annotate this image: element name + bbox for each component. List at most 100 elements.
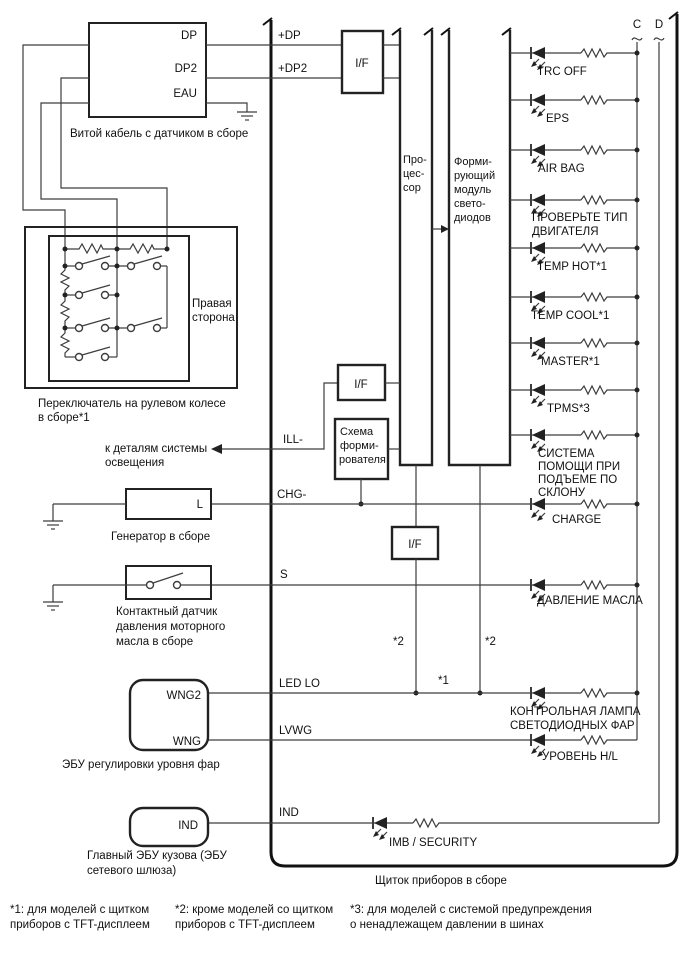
wire-label-ind: IND xyxy=(279,807,299,819)
oil-switch-label-2: давления моторного xyxy=(116,621,225,633)
interface-3-label: I/F xyxy=(408,539,421,551)
driver-label-3: рователя xyxy=(339,454,386,466)
processor-label-3: сор xyxy=(403,182,421,194)
indicator-label: УРОВЕНЬ H/L xyxy=(542,751,619,763)
indicator-imb-security: IND IMB / SECURITY xyxy=(208,807,659,849)
terminal-ind: IND xyxy=(178,820,198,832)
indicator-label: КОНТРОЛЬНАЯ ЛАМПА xyxy=(510,706,641,718)
driver-label-2: форми- xyxy=(340,440,379,452)
right-side-label-2: сторона xyxy=(192,312,235,324)
led-module-label-5: диодов xyxy=(454,212,491,224)
connector-c-label: C xyxy=(633,19,641,31)
indicator-label: EPS xyxy=(546,113,569,125)
generator-assembly: L Генератор в сборе xyxy=(42,488,212,543)
instrument-cluster-outline: Щиток приборов в сборе xyxy=(262,11,679,887)
note1-mark: *1 xyxy=(438,675,449,687)
wire-label-plus-dp: +DP xyxy=(278,30,301,42)
terminal-wng2: WNG2 xyxy=(167,690,202,702)
processor-label-2: цес- xyxy=(403,168,425,180)
indicator-temp-hot: TEMP HOT*1 xyxy=(510,241,640,273)
led-module-label-2: рующий xyxy=(454,170,495,182)
note2-mark-a: *2 xyxy=(393,636,404,648)
main-body-ecu: IND Главный ЭБУ кузова (ЭБУ сетевого шлю… xyxy=(87,806,227,877)
wire-label-chg: CHG- xyxy=(277,489,307,501)
connector-lines: C D xyxy=(631,19,665,823)
indicator-label: TPMS*3 xyxy=(547,403,590,415)
indicator-label: TRC OFF xyxy=(537,66,587,78)
twisted-cable-assembly: DP DP2 EAU Витой кабель с датчиком в сбо… xyxy=(70,22,248,140)
indicator-label: ПОМОЩИ ПРИ xyxy=(538,461,620,473)
indicator-hl-level: LVWG УРОВЕНЬ H/L xyxy=(208,725,637,763)
oil-switch-label-3: масла в сборе xyxy=(116,636,193,648)
leveling-ecu: WNG2 WNG ЭБУ регулировки уровня фар xyxy=(62,678,220,771)
indicator-label: ПОДЪЕМЕ ПО xyxy=(538,474,617,486)
footnote-3-line-1: *3: для моделей с системой предупреждени… xyxy=(350,904,592,916)
processor-to-module-arrow xyxy=(441,225,449,233)
body-ecu-label-1: Главный ЭБУ кузова (ЭБУ xyxy=(87,850,227,862)
oil-pressure-switch: Контактный датчик давления моторного мас… xyxy=(42,565,225,648)
indicator-check-engine: ПРОВЕРЬТЕ ТИП ДВИГАТЕЛЯ xyxy=(510,193,640,238)
indicator-label: ПРОВЕРЬТЕ ТИП xyxy=(532,212,627,224)
indicator-hill-assist: СИСТЕМА ПОМОЩИ ПРИ ПОДЪЕМЕ ПО СКЛОНУ xyxy=(510,428,640,499)
steering-switch-label-1: Переключатель на рулевом колесе xyxy=(38,398,226,410)
lighting-note-2: освещения xyxy=(105,457,164,469)
driver-label-1: Схема xyxy=(340,426,374,438)
footnote-1-line-1: *1: для моделей с щитком xyxy=(10,904,149,916)
wire-label-s: S xyxy=(280,569,288,581)
indicator-tpms: TPMS*3 xyxy=(510,383,640,415)
wire-label-ill: ILL- xyxy=(283,434,303,446)
processor-block: Про- цес- сор xyxy=(391,27,449,527)
interface-1-label: I/F xyxy=(355,58,368,70)
indicator-temp-cool: TEMP COOL*1 xyxy=(510,290,640,322)
oil-switch-label-1: Контактный датчик xyxy=(116,606,218,618)
indicator-label: ДВИГАТЕЛЯ xyxy=(532,226,599,238)
indicator-air-bag: AIR BAG xyxy=(510,143,640,175)
led-module-label-4: свето- xyxy=(454,198,486,210)
indicator-label: MASTER*1 xyxy=(541,356,600,368)
cable-to-cluster-wires: +DP +DP2 xyxy=(206,30,342,121)
terminal-eau: EAU xyxy=(173,88,197,100)
cluster-label: Щиток приборов в сборе xyxy=(375,875,507,887)
indicator-rows: TRC OFF EPS AIR BAG ПРОВЕРЬТЕ ТИП ДВИГАТ… xyxy=(180,46,659,849)
indicator-oil-pressure: S ДАВЛЕНИЕ МАСЛА xyxy=(180,569,643,607)
indicator-label: TEMP HOT*1 xyxy=(537,261,607,273)
terminal-dp: DP xyxy=(181,30,197,42)
indicator-label: IMB / SECURITY xyxy=(389,837,478,849)
indicator-label: СКЛОНУ xyxy=(538,487,586,499)
illumination-circuit: к деталям системы освещения ILL- I/F Схе… xyxy=(105,363,400,507)
footnote-2-line-1: *2: кроме моделей со щитком xyxy=(175,904,333,916)
note2-mark-b: *2 xyxy=(485,636,496,648)
generator-label: Генератор в сборе xyxy=(111,531,210,543)
led-module-label-1: Форми- xyxy=(454,156,492,168)
indicator-led-headlight: LED LO КОНТРОЛЬНАЯ ЛАМПА СВЕТОДИОДНЫХ ФА… xyxy=(208,678,641,732)
indicator-label: СИСТЕМА xyxy=(538,448,595,460)
twisted-cable-label: Витой кабель с датчиком в сборе xyxy=(70,128,248,140)
indicator-label: AIR BAG xyxy=(538,163,585,175)
indicator-charge: CHG- CHARGE xyxy=(211,489,640,526)
interface-2-label: I/F xyxy=(354,379,367,391)
footnote-1-line-2: приборов с TFT-дисплеем xyxy=(10,919,150,931)
footnote-3-line-2: о ненадлежащем давлении в шинах xyxy=(350,919,544,931)
terminal-wng: WNG xyxy=(173,736,201,748)
leveling-ecu-label: ЭБУ регулировки уровня фар xyxy=(62,759,220,771)
indicator-eps: EPS xyxy=(510,93,640,125)
lighting-arrow xyxy=(211,444,222,454)
indicator-master: MASTER*1 xyxy=(510,336,640,368)
body-ecu-label-2: сетевого шлюза) xyxy=(87,865,176,877)
wire-label-lvwg: LVWG xyxy=(279,725,312,737)
indicator-trc-off: TRC OFF xyxy=(510,46,640,78)
terminal-l: L xyxy=(197,499,204,511)
steering-switch-label-2: в сборе*1 xyxy=(38,412,90,424)
footnotes: *1: для моделей с щитком приборов с TFT-… xyxy=(10,904,592,931)
indicator-label: СВЕТОДИОДНЫХ ФАР xyxy=(510,720,635,732)
cable-to-switch-wires xyxy=(22,44,168,357)
led-module-block: Форми- рующий модуль свето- диодов xyxy=(440,27,512,693)
wire-label-plus-dp2: +DP2 xyxy=(278,63,307,75)
connector-d-label: D xyxy=(655,19,663,31)
footnote-2-line-2: приборов с TFT-дисплеем xyxy=(175,919,315,931)
lighting-note-1: к деталям системы xyxy=(105,443,207,455)
wire-label-led-lo: LED LO xyxy=(279,678,320,690)
indicator-label: ДАВЛЕНИЕ МАСЛА xyxy=(537,595,643,607)
